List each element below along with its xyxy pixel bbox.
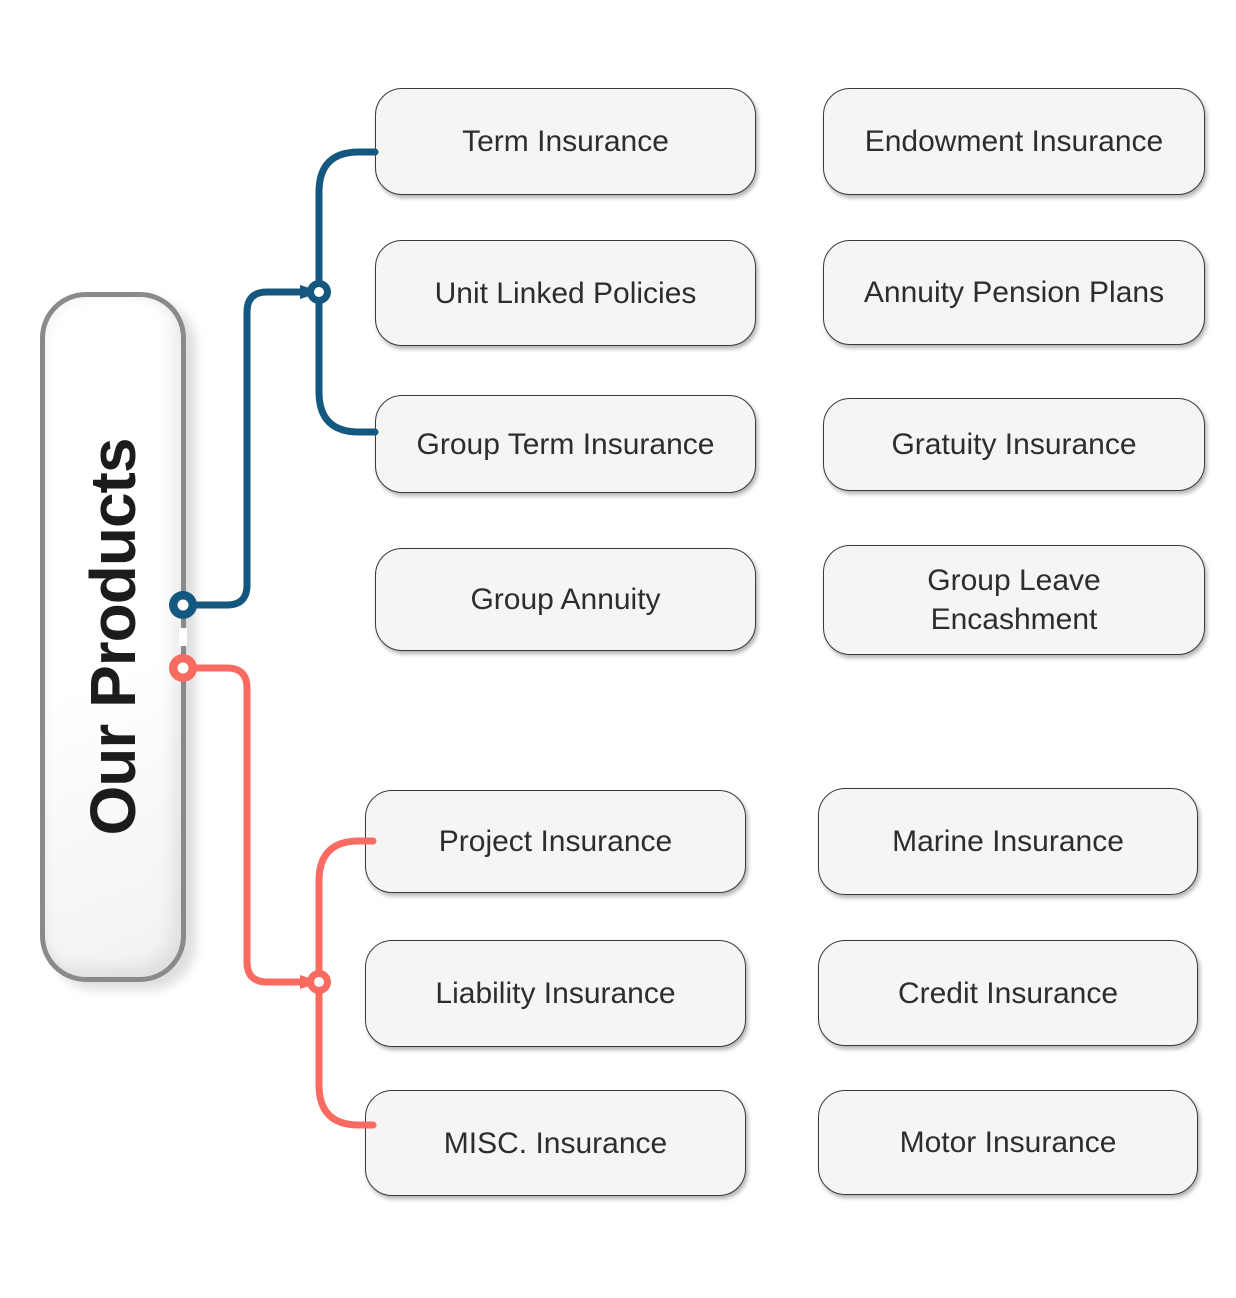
product-card-marine-insurance: Marine Insurance bbox=[818, 788, 1198, 895]
group-top-branch-line bbox=[182, 288, 312, 609]
product-label: Motor Insurance bbox=[899, 1126, 1117, 1159]
product-card-group-term-insurance: Group Term Insurance bbox=[375, 395, 756, 493]
product-label: Marine Insurance bbox=[892, 825, 1124, 858]
group-bottom-node-flare bbox=[300, 975, 322, 989]
our-products-title: Our Products bbox=[77, 438, 149, 836]
product-label: Credit Insurance bbox=[897, 976, 1119, 1010]
product-label: Gratuity Insurance bbox=[891, 428, 1137, 461]
product-card-credit-insurance: Credit Insurance bbox=[818, 940, 1198, 1046]
group-bottom-branch-node bbox=[307, 970, 331, 994]
product-label: Project Insurance bbox=[438, 825, 673, 858]
product-card-group-leave-encashment: Group Leave Encashment bbox=[823, 545, 1205, 655]
product-card-term-insurance: Term Insurance bbox=[375, 88, 756, 195]
product-card-annuity-pension-plans: Annuity Pension Plans bbox=[823, 240, 1205, 345]
product-label: Group Term Insurance bbox=[416, 427, 715, 461]
product-card-liability-insurance: Liability Insurance bbox=[365, 940, 746, 1047]
group-top-spine-line bbox=[315, 148, 379, 436]
product-card-gratuity-insurance: Gratuity Insurance bbox=[823, 398, 1205, 491]
product-label: Group Leave Encashment bbox=[927, 564, 1101, 636]
group-top-node-flare bbox=[300, 285, 322, 299]
group-top-branch-node-hole bbox=[314, 287, 324, 297]
product-label: Annuity Pension Plans bbox=[863, 276, 1165, 309]
product-label: Unit Linked Policies bbox=[434, 276, 697, 310]
product-card-endowment-insurance: Endowment Insurance bbox=[823, 88, 1205, 195]
product-label: Group Annuity bbox=[470, 583, 661, 616]
group-top-branch-node bbox=[307, 280, 331, 304]
product-card-motor-insurance: Motor Insurance bbox=[818, 1090, 1198, 1195]
our-products-panel: Our Products bbox=[40, 292, 186, 982]
product-label: MISC. Insurance bbox=[443, 1126, 668, 1160]
product-card-unit-linked-policies: Unit Linked Policies bbox=[375, 240, 756, 346]
product-label: Liability Insurance bbox=[435, 977, 676, 1010]
product-label: Term Insurance bbox=[462, 125, 669, 158]
group-bottom-branch-node-hole bbox=[314, 977, 324, 987]
product-card-project-insurance: Project Insurance bbox=[365, 790, 746, 893]
product-card-misc-insurance: MISC. Insurance bbox=[365, 1090, 746, 1196]
group-bottom-branch-line bbox=[182, 664, 312, 986]
product-label: Endowment Insurance bbox=[864, 125, 1164, 158]
product-card-group-annuity: Group Annuity bbox=[375, 548, 756, 651]
